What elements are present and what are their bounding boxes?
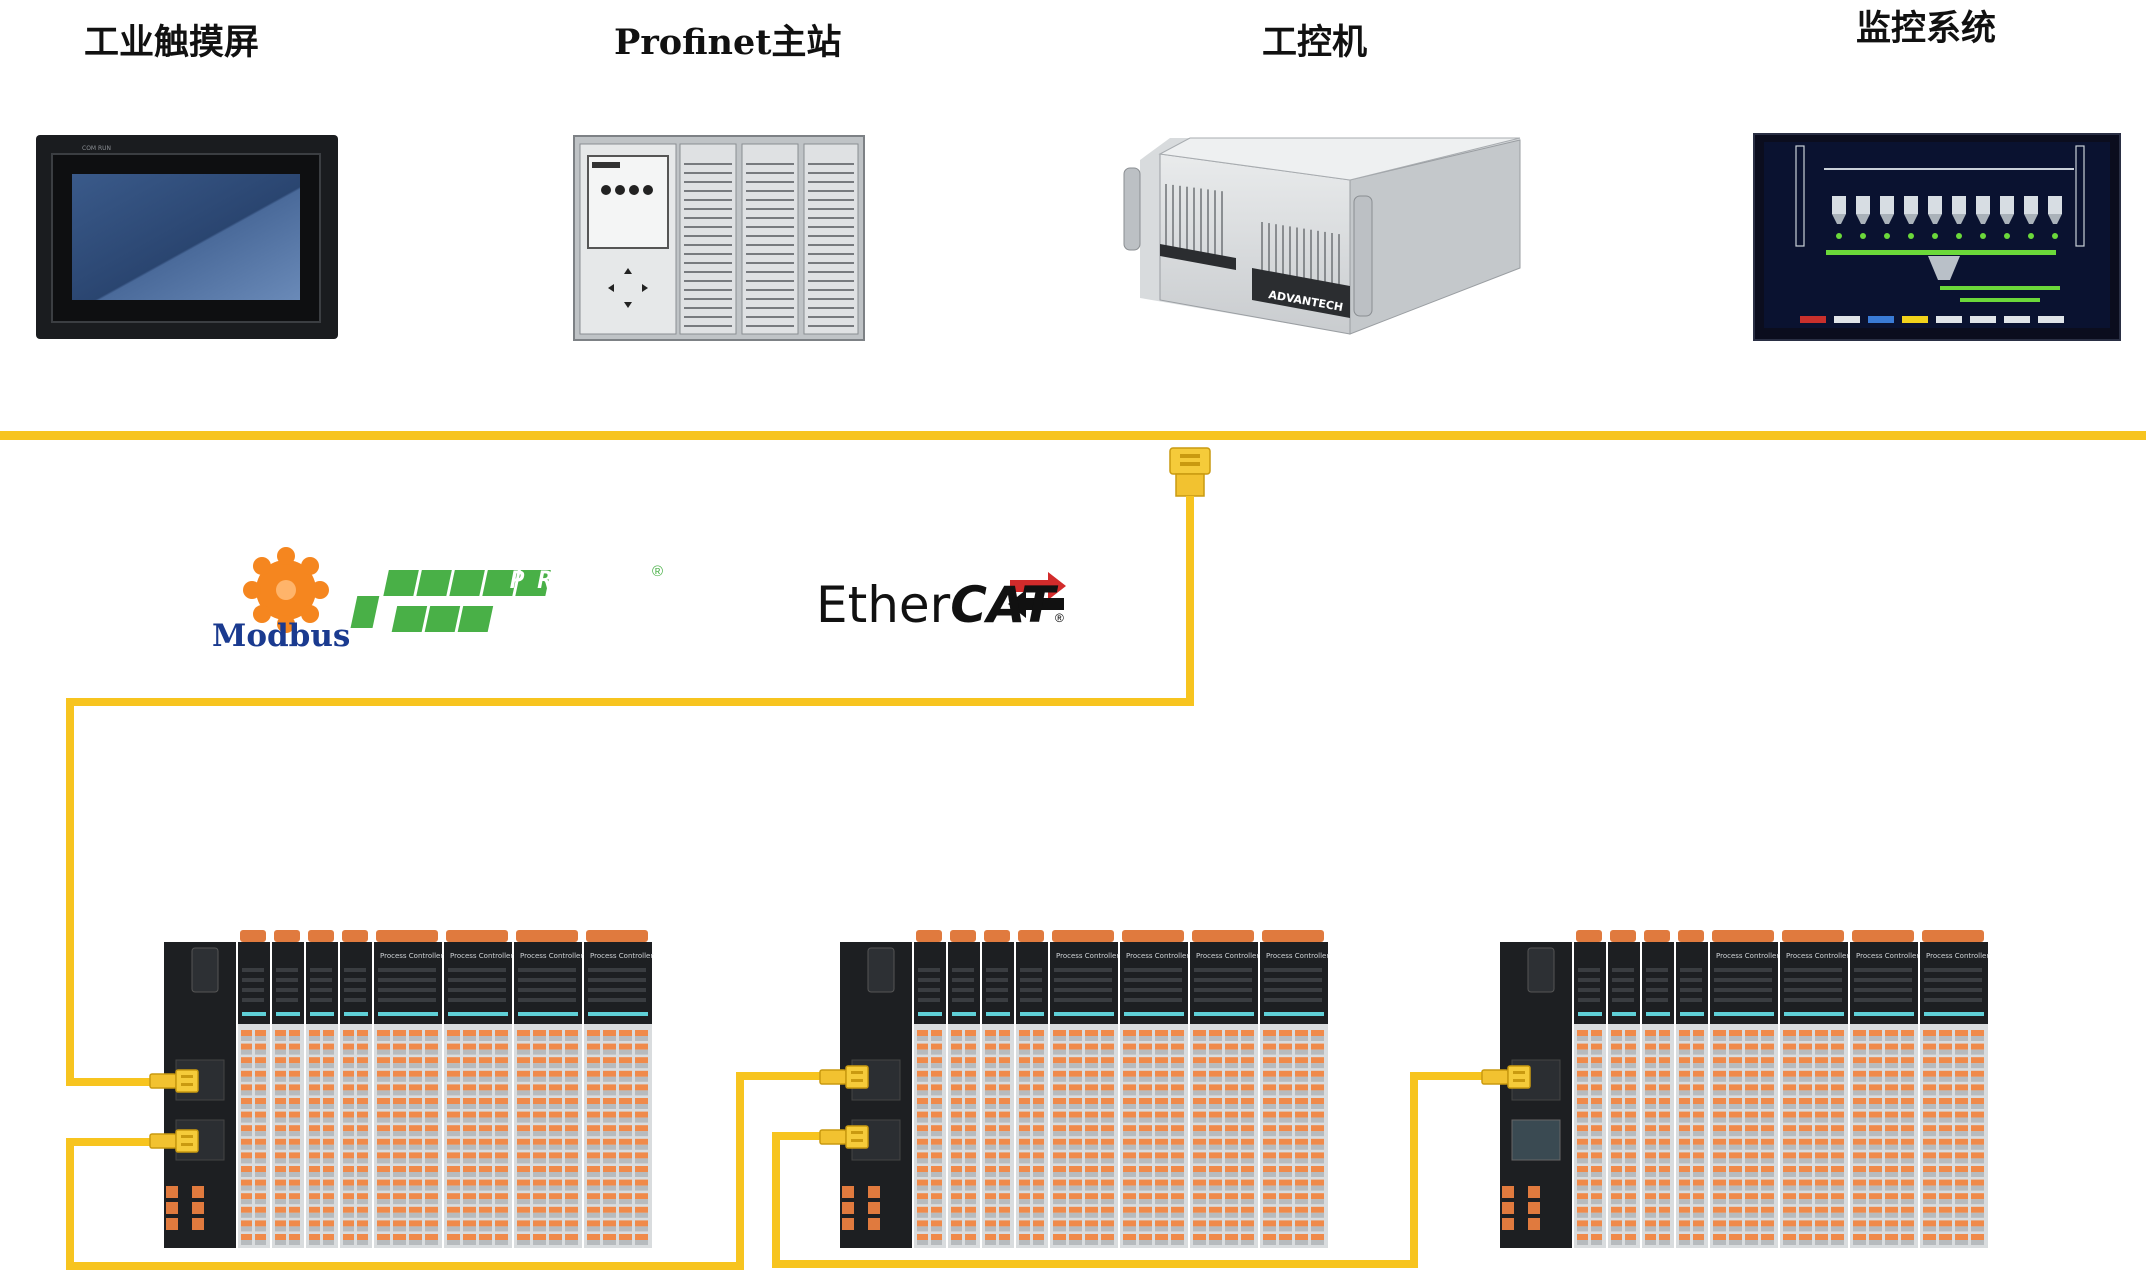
module-label: Process Controller (1716, 952, 1779, 960)
power-terminal (192, 1186, 204, 1198)
io-module (1608, 930, 1640, 1248)
module-label: Process Controller (1196, 952, 1259, 960)
power-terminal (166, 1186, 178, 1198)
module-label: Process Controller (1126, 952, 1189, 960)
io-station-1: Process Controller Process Controller Proc… (164, 930, 653, 1248)
ethernet-bus-line (0, 431, 2146, 440)
io-module: Process Controller (1050, 930, 1119, 1248)
io-module: Process Controller (1920, 930, 1989, 1248)
module-label: Process Controller (1056, 952, 1119, 960)
label-monitoring-system: 监控系统 (1856, 8, 1997, 49)
profinet-registered-mark: ® (652, 563, 663, 580)
coupler-display (191, 947, 219, 993)
io-module (1016, 930, 1048, 1248)
station-3-port-1-connector (1481, 1065, 1531, 1089)
profinet-master-device (573, 135, 865, 341)
io-module (340, 930, 372, 1248)
module-label: Process Controller (380, 952, 443, 960)
coupler-display (867, 947, 895, 993)
label-ipc: 工控机 (1262, 22, 1368, 63)
power-terminal (868, 1218, 880, 1230)
module-label: Process Controller (1926, 952, 1989, 960)
io-module (238, 930, 270, 1248)
profinet-logo-text: PROFI NET (490, 566, 647, 632)
power-terminal (166, 1202, 178, 1214)
io-module (272, 930, 304, 1248)
ethercat-suffix: CAT (950, 576, 1055, 634)
io-module (948, 930, 980, 1248)
io-module: Process Controller (374, 930, 443, 1248)
station-2-port-2-connector (819, 1125, 869, 1149)
label-profinet-master: Profinet主站 (614, 22, 842, 63)
module-label: Process Controller (1266, 952, 1329, 960)
power-terminal (1528, 1218, 1540, 1230)
io-module: Process Controller (584, 930, 653, 1248)
module-label: Process Controller (520, 952, 583, 960)
ethercat-logo-text: EtherCAT® (816, 576, 1064, 634)
io-module: Process Controller (1260, 930, 1329, 1248)
coupler-display (1527, 947, 1555, 993)
power-terminal (1528, 1202, 1540, 1214)
power-terminal (1502, 1186, 1514, 1198)
power-terminal (868, 1202, 880, 1214)
touchscreen-device: COM RUN (36, 135, 338, 339)
module-label: Process Controller (590, 952, 653, 960)
io-module: Process Controller (514, 930, 583, 1248)
station-2-port-1-connector (819, 1065, 869, 1089)
power-terminal (842, 1218, 854, 1230)
power-terminal (1502, 1202, 1514, 1214)
monitoring-screen (1753, 133, 2121, 341)
io-module: Process Controller (1120, 930, 1189, 1248)
power-terminal (1502, 1218, 1514, 1230)
io-station-2: Process Controller Process Controller Proc… (840, 930, 1329, 1248)
io-module: Process Controller (1850, 930, 1919, 1248)
io-module (982, 930, 1014, 1248)
power-terminal (868, 1186, 880, 1198)
io-module: Process Controller (1190, 930, 1259, 1248)
modbus-logo (243, 547, 329, 633)
station-1-port-2-connector (149, 1129, 199, 1153)
power-terminal (842, 1202, 854, 1214)
station-1-port-1-connector (149, 1069, 199, 1093)
io-module: Process Controller (1780, 930, 1849, 1248)
profinet-line-1: PROFI (510, 566, 648, 594)
io-module (1676, 930, 1708, 1248)
module-label: Process Controller (1786, 952, 1849, 960)
power-terminal (1528, 1186, 1540, 1198)
io-module (1574, 930, 1606, 1248)
io-module (914, 930, 946, 1248)
module-label: Process Controller (450, 952, 513, 960)
profinet-line-2: NET (514, 604, 597, 632)
modbus-logo-text: Modbus (212, 618, 351, 654)
power-terminal (842, 1186, 854, 1198)
io-module: Process Controller (1710, 930, 1779, 1248)
io-module: Process Controller (444, 930, 513, 1248)
ipc-device: ADVANTECH (1123, 137, 1521, 335)
power-terminal (166, 1218, 178, 1230)
hmi-status-text: COM RUN (82, 145, 111, 152)
power-terminal (192, 1218, 204, 1230)
power-terminal (192, 1202, 204, 1214)
ethercat-prefix: Ether (816, 576, 951, 634)
uplink-connector (1169, 447, 1211, 497)
module-label: Process Controller (1856, 952, 1919, 960)
io-module (306, 930, 338, 1248)
profinet-logo: ® (350, 563, 663, 632)
rj45-port[interactable] (175, 1059, 225, 1101)
ethernet-cables (66, 496, 1490, 1270)
label-touchscreen: 工业触摸屏 (84, 22, 260, 63)
ethercat-logo (1008, 572, 1066, 618)
io-module (1642, 930, 1674, 1248)
rj45-port[interactable] (1511, 1119, 1561, 1161)
io-station-3: Process Controller Process Controller Proc… (1500, 930, 1989, 1248)
